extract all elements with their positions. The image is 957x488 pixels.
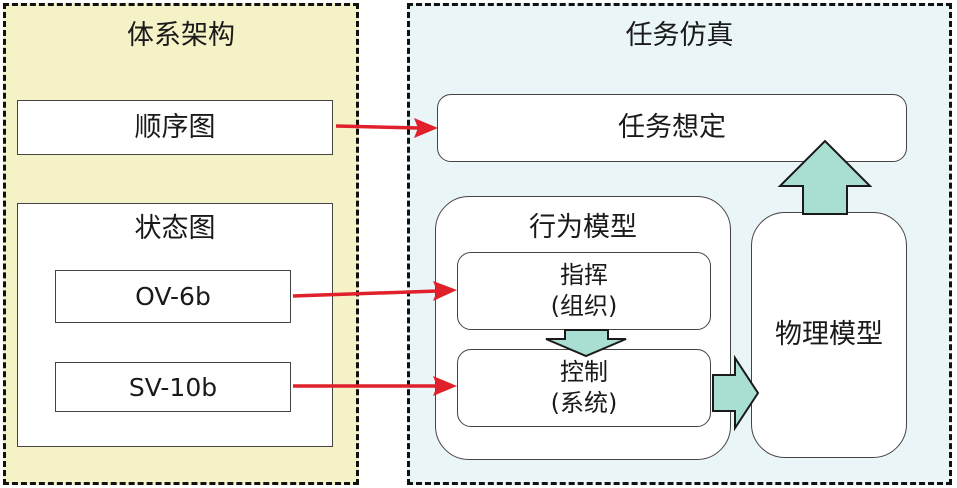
sequence-diagram-label: 顺序图 [134, 111, 216, 143]
sv-10b-box: SV-10b [55, 362, 291, 412]
command-box: 指挥 (组织) [457, 252, 711, 330]
mission-scenario-label: 任务想定 [618, 112, 726, 144]
ov-6b-label: OV-6b [135, 282, 211, 311]
physical-model-box: 物理模型 [751, 212, 907, 458]
ov-6b-box: OV-6b [55, 270, 291, 323]
sv-10b-label: SV-10b [128, 372, 218, 402]
sequence-diagram-box: 顺序图 [17, 100, 333, 155]
command-label: 指挥 [559, 260, 608, 289]
mission-scenario-box: 任务想定 [437, 94, 907, 162]
control-label: 控制 [559, 357, 608, 386]
command-sub-label: (组织) [550, 292, 618, 320]
architecture-panel-title: 体系架构 [127, 20, 235, 51]
simulation-panel-title: 任务仿真 [625, 20, 734, 51]
state-diagram-title: 状态图 [134, 213, 216, 244]
behavior-model-title: 行为模型 [529, 212, 637, 243]
control-sub-label: (系统) [550, 389, 618, 417]
control-box: 控制 (系统) [457, 349, 711, 427]
physical-model-label: 物理模型 [775, 319, 883, 351]
